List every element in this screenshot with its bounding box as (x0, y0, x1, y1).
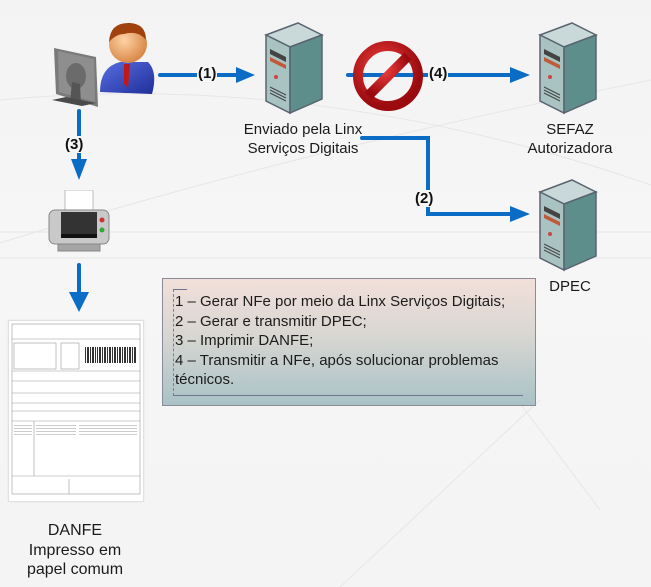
note-line-3: 3 – Imprimir DANFE; (175, 332, 314, 349)
note-text: 1 – Gerar NFe por meio da Linx Serviços … (175, 292, 505, 390)
note-line-2: 2 – Gerar e transmitir DPEC; (175, 312, 367, 330)
danfe-label-line1: DANFE (47, 522, 103, 539)
note-line-5: técnicos. (175, 371, 235, 388)
danfe-document-icon (8, 320, 144, 502)
linx-server-icon (264, 22, 324, 115)
sefaz-label-line1: SEFAZ (546, 121, 594, 138)
dpec-server-icon (538, 179, 598, 272)
danfe-label: DANFE Impresso em papel comum (20, 521, 130, 580)
dpec-server-label: DPEC (549, 278, 591, 295)
printer-icon (48, 190, 110, 252)
note-line-1: 1 – Gerar NFe por meio da Linx Serviços … (175, 293, 506, 310)
sefaz-server-label: SEFAZ Autorizadora (510, 120, 630, 158)
linx-server-label: Enviado pela Linx Serviços Digitais (228, 120, 378, 158)
step-label-1: (1) (197, 65, 218, 82)
note-line-4: 4 – Transmitir a NFe, após solucionar pr… (175, 351, 499, 369)
danfe-label-line2: Impresso em (28, 541, 122, 559)
linx-label-line1: Enviado pela Linx (243, 121, 363, 138)
step-label-3: (3) (64, 136, 85, 153)
sefaz-server-icon (538, 22, 598, 115)
linx-label-line2: Serviços Digitais (247, 140, 359, 157)
step-label-4: (4) (428, 65, 449, 82)
arrow-2 (360, 136, 514, 216)
danfe-label-line3: papel comum (26, 561, 124, 578)
step-label-2: (2) (414, 190, 435, 207)
user-at-computer-icon (52, 22, 155, 107)
steps-note-box: 1 – Gerar NFe por meio da Linx Serviços … (162, 278, 536, 406)
sefaz-label-line2: Autorizadora (527, 140, 613, 157)
prohibited-icon (353, 41, 423, 111)
note-inner-frame (173, 289, 523, 396)
